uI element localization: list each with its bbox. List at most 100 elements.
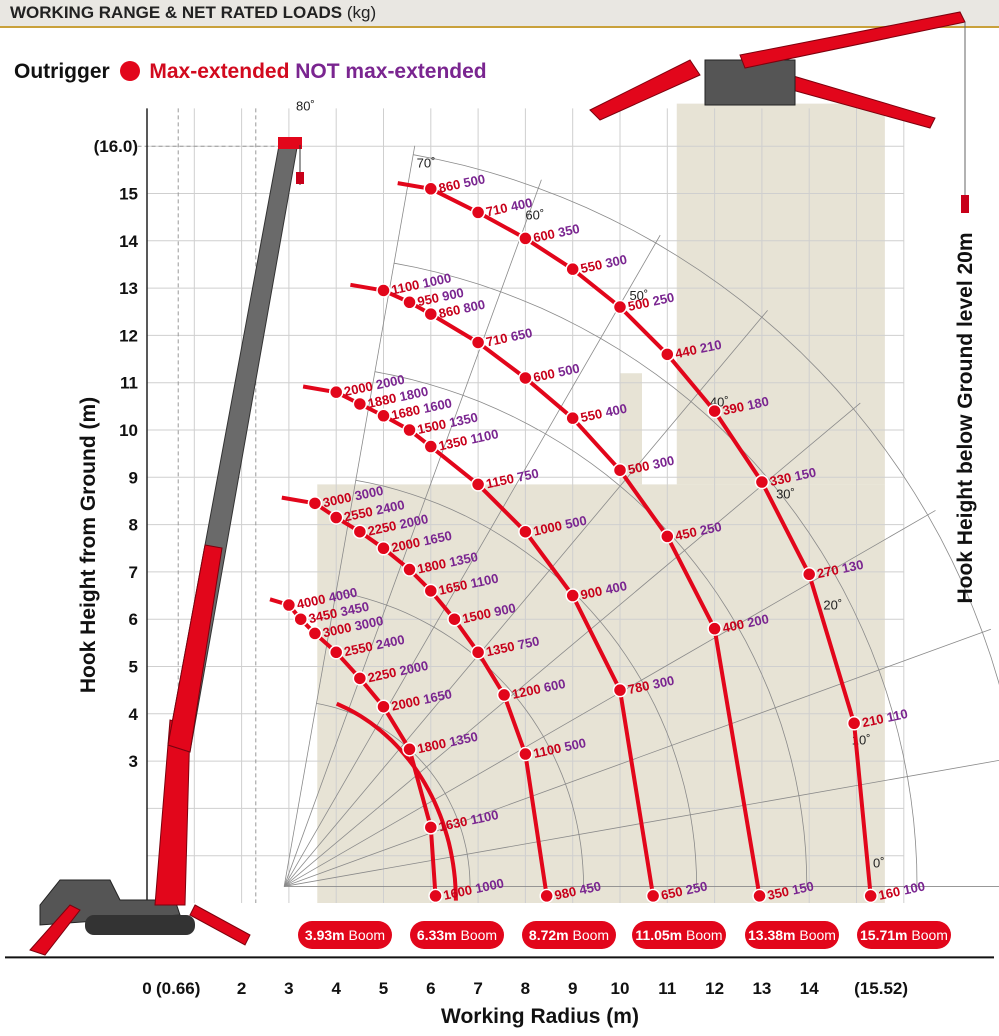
load-label: 400 200 — [721, 611, 770, 635]
load-point — [565, 261, 580, 277]
load-not-value: 3000 — [350, 483, 385, 504]
boom-badge — [410, 921, 504, 949]
load-label: 900 400 — [579, 578, 628, 602]
load-label: 1350 750 — [485, 633, 541, 659]
load-label: 2000 1650 — [390, 528, 453, 555]
load-not-value: 1600 — [418, 395, 453, 416]
load-not-value: 250 — [681, 878, 709, 898]
load-max-value: 4000 — [295, 591, 326, 612]
load-label: 600 500 — [532, 360, 581, 384]
load-not-value: 130 — [837, 557, 865, 577]
chart-title: WORKING RANGE & NET RATED LOADS (kg) — [10, 3, 376, 23]
load-point — [376, 283, 391, 298]
x-tick-label: 13 — [752, 979, 771, 998]
load-point — [328, 510, 344, 525]
load-point — [352, 524, 368, 539]
load-point — [752, 888, 767, 904]
load-not-value: 150 — [790, 465, 818, 485]
load-point — [660, 347, 675, 362]
x-tick-label: 9 — [568, 979, 577, 998]
load-point — [518, 524, 533, 539]
angle-label: 70˚ — [417, 155, 436, 170]
load-max-value: 2550 — [343, 504, 374, 525]
crane-outrigger-right — [189, 904, 251, 946]
load-not-value: 150 — [787, 878, 815, 898]
load-label: 1800 1350 — [416, 549, 479, 576]
load-max-value: 1800 — [416, 556, 447, 577]
load-label: 780 300 — [627, 673, 676, 697]
load-label: 2250 2000 — [366, 658, 429, 685]
load-not-value: 1000 — [470, 875, 505, 896]
load-point — [328, 384, 344, 400]
load-point — [402, 295, 417, 310]
legend-dot-icon — [119, 61, 140, 81]
boom-badge-label: 15.71m Boom — [860, 927, 948, 943]
load-label: 1650 1100 — [437, 570, 500, 597]
angle-ray — [284, 759, 999, 887]
crane-top-hook — [961, 195, 969, 213]
load-point — [846, 716, 862, 731]
load-max-value: 390 — [721, 399, 745, 418]
load-label: 270 130 — [816, 557, 865, 581]
y-tick-label: 9 — [129, 468, 138, 487]
load-label: 650 250 — [660, 878, 709, 902]
load-label: 1350 1100 — [437, 426, 500, 453]
load-not-value: 110 — [882, 706, 909, 726]
load-label: 1600 1000 — [442, 875, 505, 902]
load-label: 860 800 — [437, 297, 486, 321]
load-not-value: 1100 — [466, 426, 500, 447]
boom-curve — [397, 181, 873, 897]
load-label: 550 400 — [579, 401, 628, 425]
load-max-value: 710 — [485, 200, 509, 219]
boom-badge — [745, 921, 839, 949]
load-max-value: 550 — [579, 406, 603, 425]
x-tick-label: (0.66) — [156, 979, 200, 998]
load-max-value: 350 — [766, 884, 790, 903]
load-max-value: 980 — [553, 884, 577, 903]
x-tick-label: 6 — [426, 979, 435, 998]
crane-outrigger-left — [29, 904, 81, 956]
load-label: 1100 1000 — [390, 270, 453, 297]
crane-top-boom — [739, 11, 966, 69]
load-point — [293, 611, 308, 627]
load-point — [423, 439, 439, 454]
load-not-value: 750 — [512, 466, 540, 486]
y-tick-label: (16.0) — [94, 137, 138, 156]
load-point — [376, 699, 391, 714]
load-max-value: 2000 — [390, 534, 421, 555]
load-max-value: 3450 — [307, 605, 338, 626]
load-point — [518, 231, 533, 246]
crane-track — [85, 915, 195, 935]
load-point — [402, 742, 417, 757]
load-point — [352, 671, 368, 686]
load-not-value: 1100 — [466, 570, 500, 591]
x-tick-label: 10 — [611, 979, 630, 998]
load-point — [612, 682, 628, 698]
load-label: 3450 3450 — [307, 599, 370, 626]
x-tick-label: 14 — [800, 979, 819, 998]
load-point — [707, 621, 722, 636]
angle-label: 20˚ — [823, 598, 842, 613]
load-point — [352, 396, 368, 412]
boom-badge-label: 11.05m Boom — [635, 927, 722, 943]
boom-badge-label: 13.38m Boom — [748, 927, 836, 943]
load-not-value: 300 — [600, 252, 628, 272]
x-tick-label: 0 — [142, 979, 151, 998]
x-tick-label: 11 — [658, 979, 676, 998]
angle-label: 0˚ — [873, 856, 885, 871]
load-max-value: 2000 — [390, 693, 421, 714]
load-not-value: 3450 — [336, 599, 371, 620]
boom-length: 8.72m — [529, 927, 569, 943]
load-label: 390 180 — [721, 394, 770, 418]
building-background-low — [317, 484, 885, 903]
y-tick-label: 7 — [129, 563, 138, 582]
load-not-value: 900 — [437, 285, 465, 305]
boom-suffix: Boom — [908, 927, 948, 943]
load-point — [307, 626, 323, 641]
load-max-value: 600 — [532, 366, 556, 385]
load-label: 450 250 — [674, 519, 723, 543]
load-not-value: 2000 — [395, 658, 430, 679]
load-max-value: 780 — [627, 678, 651, 697]
angle-ray — [283, 310, 768, 887]
load-point — [470, 645, 486, 660]
